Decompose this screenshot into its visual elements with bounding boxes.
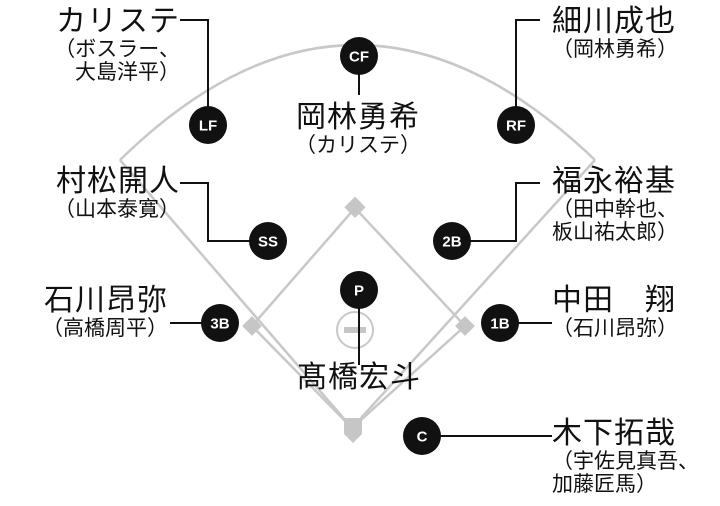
pitchers-mound [336,311,374,349]
2b-player-name: 福永裕基 [552,164,676,199]
1b-substitutes: （石川昂弥） [552,316,678,341]
first-base [455,316,475,336]
c-label-group: 木下拓哉 （宇佐見真吾、 加藤匠馬） [552,416,699,497]
home-plate [344,418,362,443]
ss-connector [180,182,268,242]
c-player-name: 木下拓哉 [552,416,676,451]
p-badge: P [340,271,378,309]
pitchers-rubber [344,327,366,333]
cf-substitutes: （カリステ） [295,133,421,158]
svg-text:2B: 2B [442,234,461,251]
1b-badge: 1B [481,304,519,342]
3b-label-group: 石川昂弥 （高橋周平） [42,283,168,341]
ss-label-group: 村松開人 （山本泰寛） [54,164,180,222]
2b-label-group: 福永裕基 （田中幹也、 板山祐太郎） [552,164,678,245]
3b-substitutes: （高橋周平） [42,316,168,341]
3b-player-name: 石川昂弥 [44,283,168,318]
lf-substitutes-line1: （ボスラー、 [54,37,180,62]
3b-badge: 3B [201,304,239,342]
c-badge: C [403,417,441,455]
2b-substitutes-line1: （田中幹也、 [552,197,678,222]
svg-text:SS: SS [258,234,278,251]
2b-badge: 2B [433,222,471,260]
2b-connector [452,182,540,242]
lf-badge: LF [189,106,227,144]
rf-badge: RF [497,106,535,144]
lf-player-name: カリステ [56,4,180,39]
cf-badge: CF [340,37,378,75]
ss-badge: SS [249,222,287,260]
p-label-group: 髙橋宏斗 [297,360,421,395]
svg-text:1B: 1B [490,316,509,333]
svg-text:RF: RF [506,118,526,135]
1b-player-name: 中田 翔 [552,283,676,318]
rf-player-name: 細川成也 [552,4,676,39]
svg-text:P: P [354,283,364,300]
rf-connector [515,19,540,125]
cf-label-group: 岡林勇希 （カリステ） [295,100,421,158]
cf-player-name: 岡林勇希 [296,100,420,135]
lf-label-group: カリステ （ボスラー、 大島洋平） [54,4,180,85]
lf-connector [180,19,209,125]
svg-text:3B: 3B [210,316,229,333]
right-foul-line [351,159,596,429]
svg-text:CF: CF [349,49,369,66]
third-base [242,316,262,336]
left-foul-line [119,159,353,429]
rf-substitutes: （岡林勇希） [552,37,678,62]
svg-text:C: C [417,429,428,446]
ss-player-name: 村松開人 [56,164,180,199]
rf-label-group: 細川成也 （岡林勇希） [552,4,678,62]
c-substitutes-line1: （宇佐見真吾、 [552,449,699,474]
c-substitutes-line2: 加藤匠馬） [552,472,657,497]
ss-substitutes: （山本泰寛） [54,197,180,222]
svg-text:LF: LF [199,118,217,135]
2b-substitutes-line2: 板山祐太郎） [552,220,678,245]
p-player-name: 髙橋宏斗 [297,360,421,395]
1b-label-group: 中田 翔 （石川昂弥） [552,283,678,341]
lf-substitutes-line2: 大島洋平） [75,60,180,85]
